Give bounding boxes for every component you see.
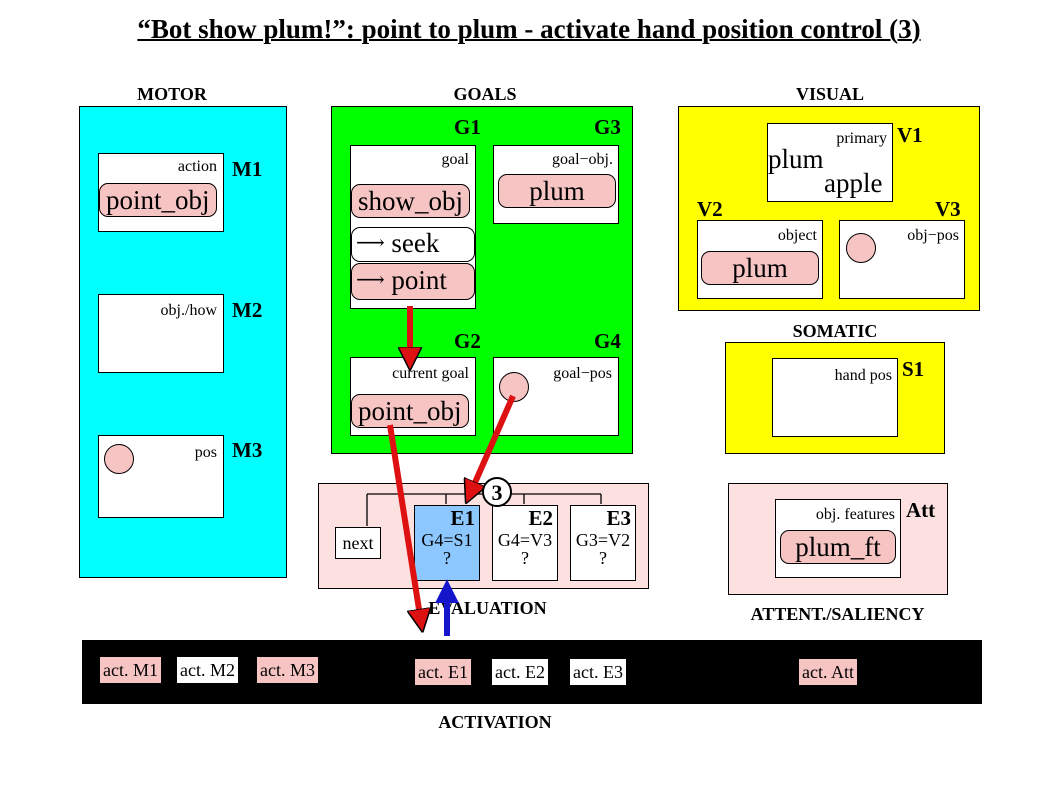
m1-label: action bbox=[177, 158, 217, 175]
e1-box: E1 G4=S1 ? bbox=[414, 505, 480, 581]
m3-label: pos bbox=[194, 444, 217, 461]
e1-question: ? bbox=[443, 548, 451, 568]
attention-panel: obj. features plum_ft Att bbox=[728, 483, 948, 595]
e3-box: E3 G3=V2 ? bbox=[570, 505, 636, 581]
g3-box: goal−obj. plum bbox=[493, 145, 619, 224]
e2-condition: G4=V3 bbox=[497, 530, 553, 550]
m3-tag: M3 bbox=[232, 438, 263, 462]
v3-label: obj−pos bbox=[907, 227, 959, 244]
visual-section-label: VISUAL bbox=[795, 84, 865, 104]
m3-position-marker bbox=[104, 444, 134, 474]
arrow-right-icon: ⟶ bbox=[356, 232, 385, 254]
g3-tag: G3 bbox=[594, 115, 621, 139]
g1-subgoal-point: ⟶ point bbox=[351, 263, 475, 300]
v2-label: object bbox=[777, 227, 817, 244]
act-e1: act. E1 bbox=[414, 658, 472, 686]
step-badge bbox=[482, 477, 512, 507]
g2-value-pill: point_obj bbox=[351, 394, 469, 428]
g4-label: goal−pos bbox=[553, 365, 612, 382]
somatic-section-label: SOMATIC bbox=[792, 321, 878, 341]
v1-value-plum: plum bbox=[768, 144, 824, 174]
activation-bar: act. M1 act. M2 act. M3 act. E1 act. E2 … bbox=[82, 640, 982, 704]
att-label: obj. features bbox=[815, 506, 895, 523]
e1-tag: E1 bbox=[450, 506, 475, 530]
s1-label: hand pos bbox=[834, 367, 892, 384]
g3-label: goal−obj. bbox=[551, 151, 613, 168]
somatic-panel: hand pos S1 bbox=[725, 342, 945, 454]
v3-position-marker bbox=[846, 233, 876, 263]
att-value-pill: plum_ft bbox=[780, 530, 896, 564]
e3-tag: E3 bbox=[606, 506, 631, 530]
point-label: point bbox=[391, 265, 447, 295]
e1-condition: G4=S1 bbox=[421, 530, 473, 550]
m1-value-pill: point_obj bbox=[99, 183, 217, 217]
g1-subgoal-seek: ⟶ seek bbox=[351, 227, 475, 262]
e2-box: E2 G4=V3 ? bbox=[492, 505, 558, 581]
s1-box: hand pos bbox=[772, 358, 898, 437]
act-m1: act. M1 bbox=[99, 656, 162, 684]
g4-tag: G4 bbox=[594, 329, 621, 353]
goals-section-label: GOALS bbox=[453, 84, 517, 104]
v1-value-apple: apple bbox=[824, 168, 883, 198]
m3-box: pos bbox=[98, 435, 224, 518]
e2-question: ? bbox=[521, 548, 529, 568]
v2-box: object plum bbox=[697, 220, 823, 299]
att-tag: Att bbox=[906, 498, 936, 522]
m2-label: obj./how bbox=[160, 302, 217, 319]
e3-question: ? bbox=[599, 548, 607, 568]
arrow-right-icon: ⟶ bbox=[356, 269, 385, 291]
act-m2: act. M2 bbox=[176, 656, 239, 684]
page-title: “Bot show plum!”: point to plum - activa… bbox=[137, 14, 921, 44]
g1-label: goal bbox=[441, 151, 469, 168]
v1-tag: V1 bbox=[897, 123, 923, 147]
m1-tag: M1 bbox=[232, 157, 263, 181]
v1-box: primary plum apple bbox=[767, 123, 893, 202]
g1-tag: G1 bbox=[454, 115, 481, 139]
g3-value-pill: plum bbox=[498, 174, 616, 208]
arrow-goal-pos-to-e1 bbox=[470, 394, 516, 494]
motor-panel: action point_obj M1 obj./how M2 pos M3 bbox=[79, 106, 287, 578]
act-e3: act. E3 bbox=[569, 658, 627, 686]
v1-label: primary bbox=[836, 130, 887, 147]
act-m3: act. M3 bbox=[256, 656, 319, 684]
act-att: act. Att bbox=[798, 658, 858, 686]
visual-panel: primary plum apple V1 V2 V3 object plum … bbox=[678, 106, 980, 311]
motor-section-label: MOTOR bbox=[137, 84, 207, 104]
g4-position-marker bbox=[499, 372, 529, 402]
step-number: 3 bbox=[492, 480, 503, 505]
m1-box: action point_obj bbox=[98, 153, 224, 232]
e2-tag: E2 bbox=[528, 506, 553, 530]
e3-condition: G3=V2 bbox=[575, 530, 631, 550]
arrow-current-goal-to-activation bbox=[387, 424, 421, 622]
v2-tag: V2 bbox=[697, 197, 723, 221]
v2-value-pill: plum bbox=[701, 251, 819, 285]
attention-section-label: ATTENT./SALIENCY bbox=[750, 604, 925, 624]
next-box: next bbox=[335, 527, 381, 559]
m2-box: obj./how bbox=[98, 294, 224, 373]
act-e2: act. E2 bbox=[491, 658, 549, 686]
g1-goal-show-obj: show_obj bbox=[351, 184, 471, 218]
activation-section-label: ACTIVATION bbox=[438, 712, 552, 732]
g2-tag: G2 bbox=[454, 329, 481, 353]
seek-label: seek bbox=[391, 228, 440, 258]
m2-tag: M2 bbox=[232, 298, 263, 322]
v3-tag: V3 bbox=[935, 197, 961, 221]
att-box: obj. features plum_ft bbox=[775, 499, 901, 578]
v3-box: obj−pos bbox=[839, 220, 965, 299]
g1-box: goal show_obj ⟶ seek ⟶ point bbox=[350, 145, 476, 309]
goals-panel: G1 G3 goal show_obj ⟶ seek ⟶ point goal−… bbox=[331, 106, 633, 454]
s1-tag: S1 bbox=[902, 357, 925, 381]
